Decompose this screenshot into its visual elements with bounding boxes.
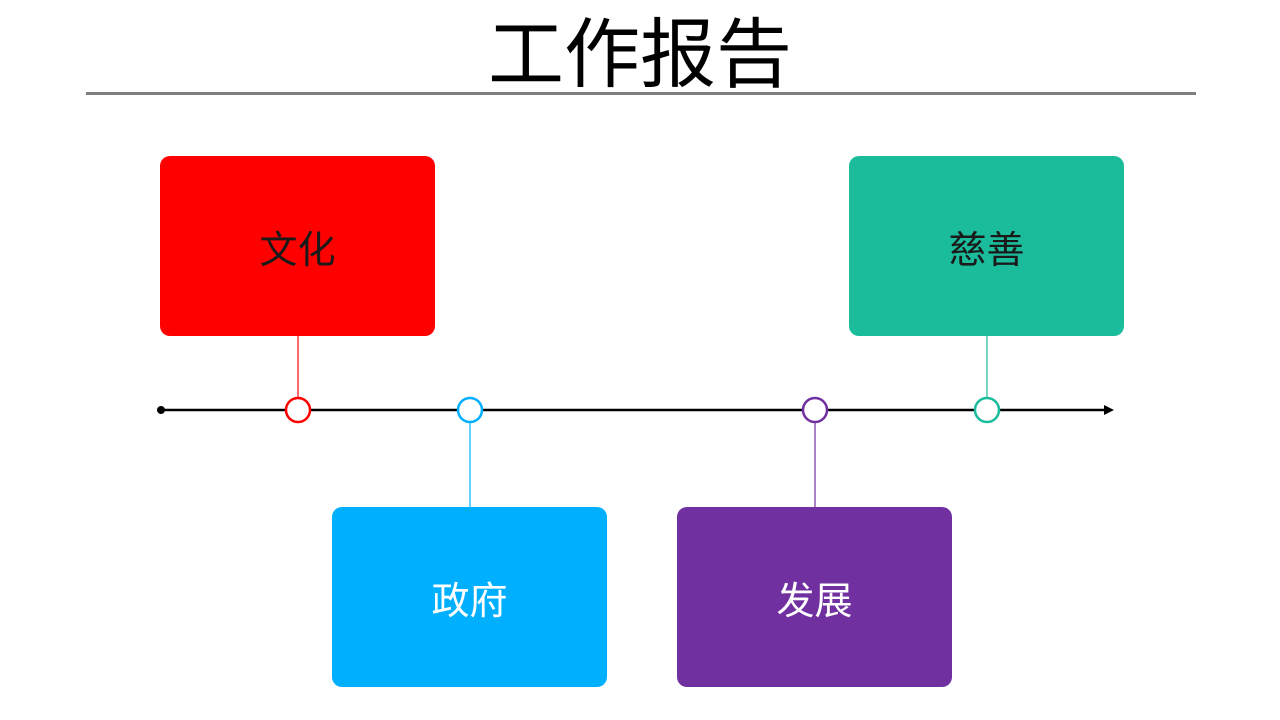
timeline-box-label: 慈善 bbox=[948, 227, 1025, 272]
timeline-box-charity: 慈善 bbox=[849, 156, 1124, 336]
timeline-box-development: 发展 bbox=[677, 507, 952, 687]
timeline-marker-1 bbox=[284, 396, 312, 424]
timeline-box-label: 文化 bbox=[259, 227, 336, 272]
timeline-marker-4 bbox=[973, 396, 1001, 424]
timeline-box-government: 政府 bbox=[332, 507, 607, 687]
title-divider bbox=[86, 92, 1196, 95]
timeline-box-label: 发展 bbox=[776, 578, 853, 623]
timeline-box-label: 政府 bbox=[431, 578, 508, 623]
page-title: 工作报告 bbox=[488, 10, 792, 99]
axis-start-dot bbox=[157, 406, 165, 414]
timeline-box-culture: 文化 bbox=[160, 156, 435, 336]
timeline-marker-2 bbox=[456, 396, 484, 424]
timeline-marker-3 bbox=[801, 396, 829, 424]
axis-arrowhead bbox=[1104, 405, 1114, 415]
